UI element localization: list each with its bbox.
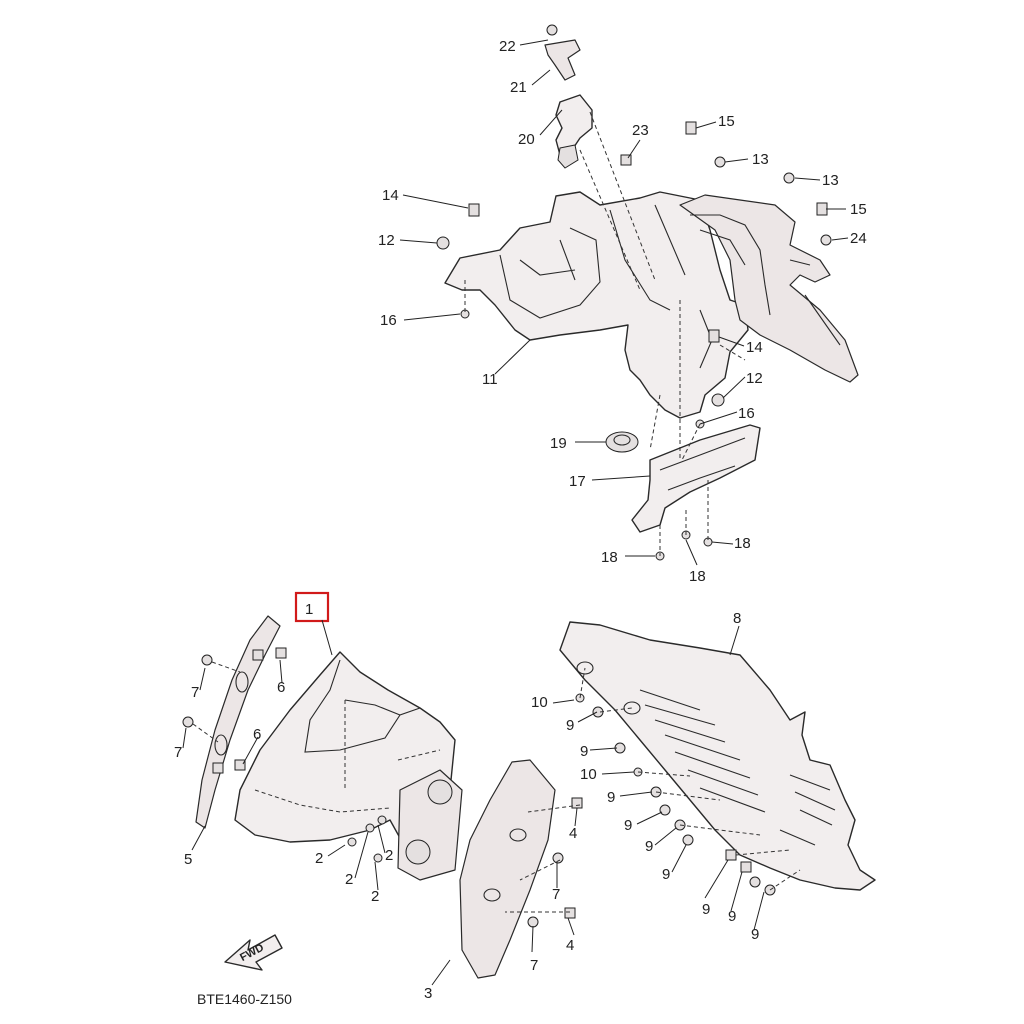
callout-9g: 9 bbox=[702, 901, 710, 918]
hardware-upper bbox=[436, 121, 832, 561]
callouts: 22 21 20 23 15 13 13 15 24 14 12 16 11 1… bbox=[174, 38, 867, 1002]
fender-8-hole2 bbox=[623, 701, 641, 715]
align-lines-lower-left bbox=[192, 661, 581, 913]
bracket-detail bbox=[659, 437, 746, 491]
callout-22: 22 bbox=[499, 38, 516, 55]
lock-key bbox=[557, 144, 579, 169]
callout-9i: 9 bbox=[751, 926, 759, 943]
callout-8: 8 bbox=[733, 610, 741, 627]
callout-12: 12 bbox=[378, 232, 395, 249]
front-fender-assembly: FWD 1 bbox=[182, 591, 583, 979]
rear-cover-detail bbox=[690, 214, 841, 346]
hardware-lower-left bbox=[182, 647, 583, 928]
callout-10b: 10 bbox=[580, 766, 597, 783]
callout-16b: 16 bbox=[738, 405, 755, 422]
callout-20: 20 bbox=[518, 131, 535, 148]
latch-19-inner bbox=[613, 434, 631, 446]
cover-5-hole bbox=[235, 671, 249, 693]
callout-11: 11 bbox=[482, 371, 498, 388]
callout-18b: 18 bbox=[689, 568, 706, 585]
callout-16: 16 bbox=[380, 312, 397, 329]
highlight-box bbox=[294, 591, 330, 623]
leader-lines bbox=[182, 39, 849, 986]
diagram-code: BTE1460-Z150 bbox=[197, 991, 292, 1007]
callout-6: 6 bbox=[277, 679, 285, 696]
cover-3-hole2 bbox=[483, 888, 501, 902]
bracket-17 bbox=[631, 424, 761, 533]
cover-3-hole bbox=[509, 828, 527, 842]
callout-6b: 6 bbox=[253, 726, 261, 743]
callout-2b: 2 bbox=[345, 871, 353, 888]
callout-7: 7 bbox=[191, 684, 199, 701]
align-lines-lower-right bbox=[579, 667, 801, 891]
fender-8-hole bbox=[576, 661, 594, 675]
callout-17: 17 bbox=[569, 473, 586, 490]
callout-9c: 9 bbox=[607, 789, 615, 806]
callout-4: 4 bbox=[569, 825, 577, 842]
callout-4b: 4 bbox=[566, 937, 574, 954]
callout-7c: 7 bbox=[552, 886, 560, 903]
callout-10: 10 bbox=[531, 694, 548, 711]
callout-7b: 7 bbox=[174, 744, 182, 761]
fender-dashes bbox=[254, 700, 441, 813]
lock-plate-21 bbox=[544, 39, 581, 81]
callout-18c: 18 bbox=[734, 535, 751, 552]
callout-9e: 9 bbox=[645, 838, 653, 855]
highlight-label: 1 bbox=[305, 601, 313, 618]
callout-24: 24 bbox=[850, 230, 867, 247]
callout-9b: 9 bbox=[580, 743, 588, 760]
callout-12b: 12 bbox=[746, 370, 763, 387]
callout-18: 18 bbox=[601, 549, 618, 566]
inner-panel-11 bbox=[444, 191, 749, 419]
callout-3: 3 bbox=[424, 985, 432, 1002]
upper-assembly bbox=[436, 24, 859, 561]
inner-fender-8 bbox=[559, 621, 876, 891]
cover-3 bbox=[459, 759, 556, 979]
mount-bolt-upper bbox=[427, 779, 453, 805]
side-cover-5 bbox=[195, 615, 281, 829]
callout-7d: 7 bbox=[530, 957, 538, 974]
callout-15: 15 bbox=[718, 113, 735, 130]
callout-23: 23 bbox=[632, 122, 649, 139]
callout-2: 2 bbox=[315, 850, 323, 867]
mount-bolt-lower bbox=[405, 839, 431, 865]
callout-5: 5 bbox=[184, 851, 192, 868]
callout-21: 21 bbox=[510, 79, 527, 96]
callout-2d: 2 bbox=[371, 888, 379, 905]
callout-2c: 2 bbox=[385, 847, 393, 864]
inner-fender-assembly bbox=[559, 621, 876, 896]
callout-14: 14 bbox=[382, 187, 399, 204]
align-lines-upper bbox=[464, 111, 746, 556]
callout-9: 9 bbox=[566, 717, 574, 734]
cover-5-hole2 bbox=[214, 734, 228, 756]
callout-9d: 9 bbox=[624, 817, 632, 834]
callout-13b: 13 bbox=[822, 172, 839, 189]
bolt-22 bbox=[546, 24, 558, 36]
callout-19: 19 bbox=[550, 435, 567, 452]
rear-cover bbox=[679, 194, 859, 383]
fwd-arrow-icon bbox=[224, 934, 283, 971]
callout-9h: 9 bbox=[728, 908, 736, 925]
callout-9f: 9 bbox=[662, 866, 670, 883]
callout-15b: 15 bbox=[850, 201, 867, 218]
callout-13: 13 bbox=[752, 151, 769, 168]
vent-slats bbox=[639, 689, 836, 846]
callout-14b: 14 bbox=[746, 339, 763, 356]
fender-detail bbox=[304, 659, 421, 753]
